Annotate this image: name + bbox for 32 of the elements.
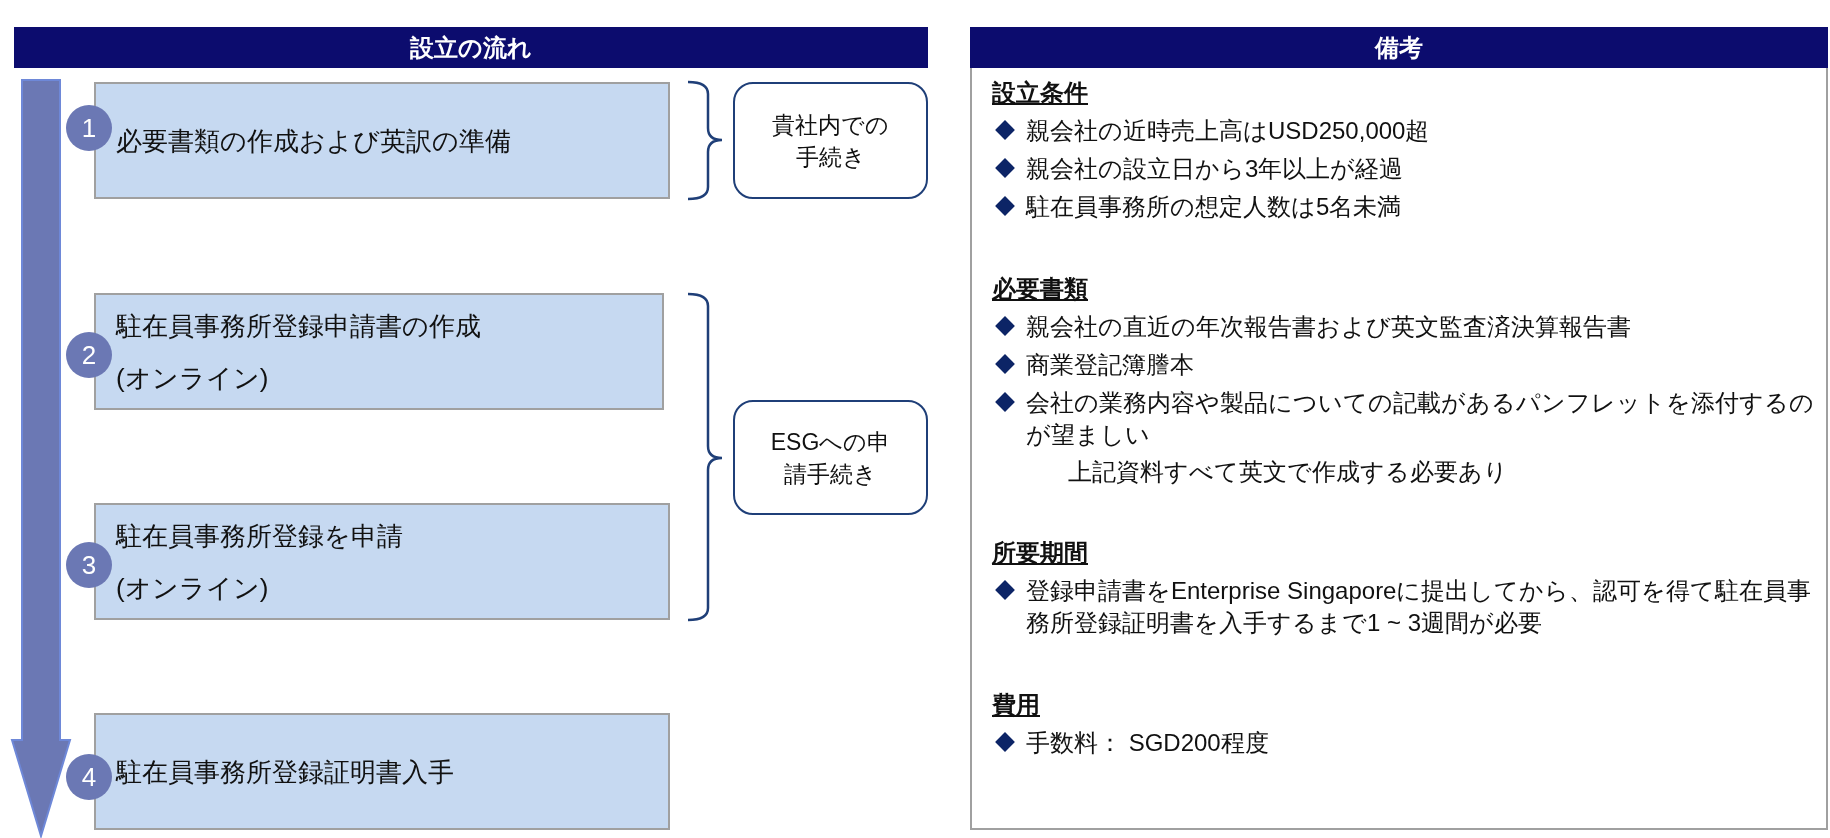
process-box xyxy=(94,713,670,830)
bullet-text: 会社の業務内容や製品についての記載があるパンフレットを添付するのが望ましい xyxy=(1026,388,1815,450)
step-text: (オンライン) xyxy=(116,571,270,605)
header-band: 備考 xyxy=(970,27,1828,68)
bullet-text: 親会社の設立日から3年以上が経過 xyxy=(1026,154,1404,184)
callout-box: ESGへの申請手続き xyxy=(733,400,928,515)
bullet-text: 親会社の近時売上高はUSD250,000超 xyxy=(1026,116,1430,146)
notes-panel xyxy=(970,68,1828,830)
callout-box: 貴社内での手続き xyxy=(733,82,928,199)
step-text: 駐在員事務所登録を申請 xyxy=(116,519,404,553)
bullet-text: 商業登記簿謄本 xyxy=(1026,350,1194,380)
bullet-text: 手数料： SGD200程度 xyxy=(1026,728,1269,758)
step-number-badge: 3 xyxy=(66,542,112,588)
header-band: 設立の流れ xyxy=(14,27,928,68)
bullet-text: 登録申請書をEnterprise Singaporeに提出してから、認可を得て駐在員事務所登録証明書を入手するまで1 ~ 3週間が必要 xyxy=(1026,576,1813,638)
step-number-badge: 4 xyxy=(66,754,112,800)
section-heading: 所要期間 xyxy=(992,538,1088,568)
step-text: (オンライン) xyxy=(116,361,270,395)
step-text: 駐在員事務所登録証明書入手 xyxy=(116,755,455,789)
bullet-text: 親会社の直近の年次報告書および英文監査済決算報告書 xyxy=(1026,312,1631,342)
step-text: 駐在員事務所登録申請書の作成 xyxy=(116,309,482,343)
section-heading: 費用 xyxy=(992,690,1040,720)
section-heading: 設立条件 xyxy=(992,78,1088,108)
process-box xyxy=(94,82,670,199)
process-box xyxy=(94,503,670,620)
step-number-badge: 2 xyxy=(66,332,112,378)
bullet-text: 駐在員事務所の想定人数は5名未満 xyxy=(1026,192,1402,222)
section-heading: 必要書類 xyxy=(992,274,1088,304)
note-text: 上記資料すべて英文で作成する必要あり xyxy=(1068,457,1508,487)
step-text: 必要書類の作成および英訳の準備 xyxy=(116,124,512,158)
step-number-badge: 1 xyxy=(66,105,112,151)
process-box xyxy=(94,293,664,410)
